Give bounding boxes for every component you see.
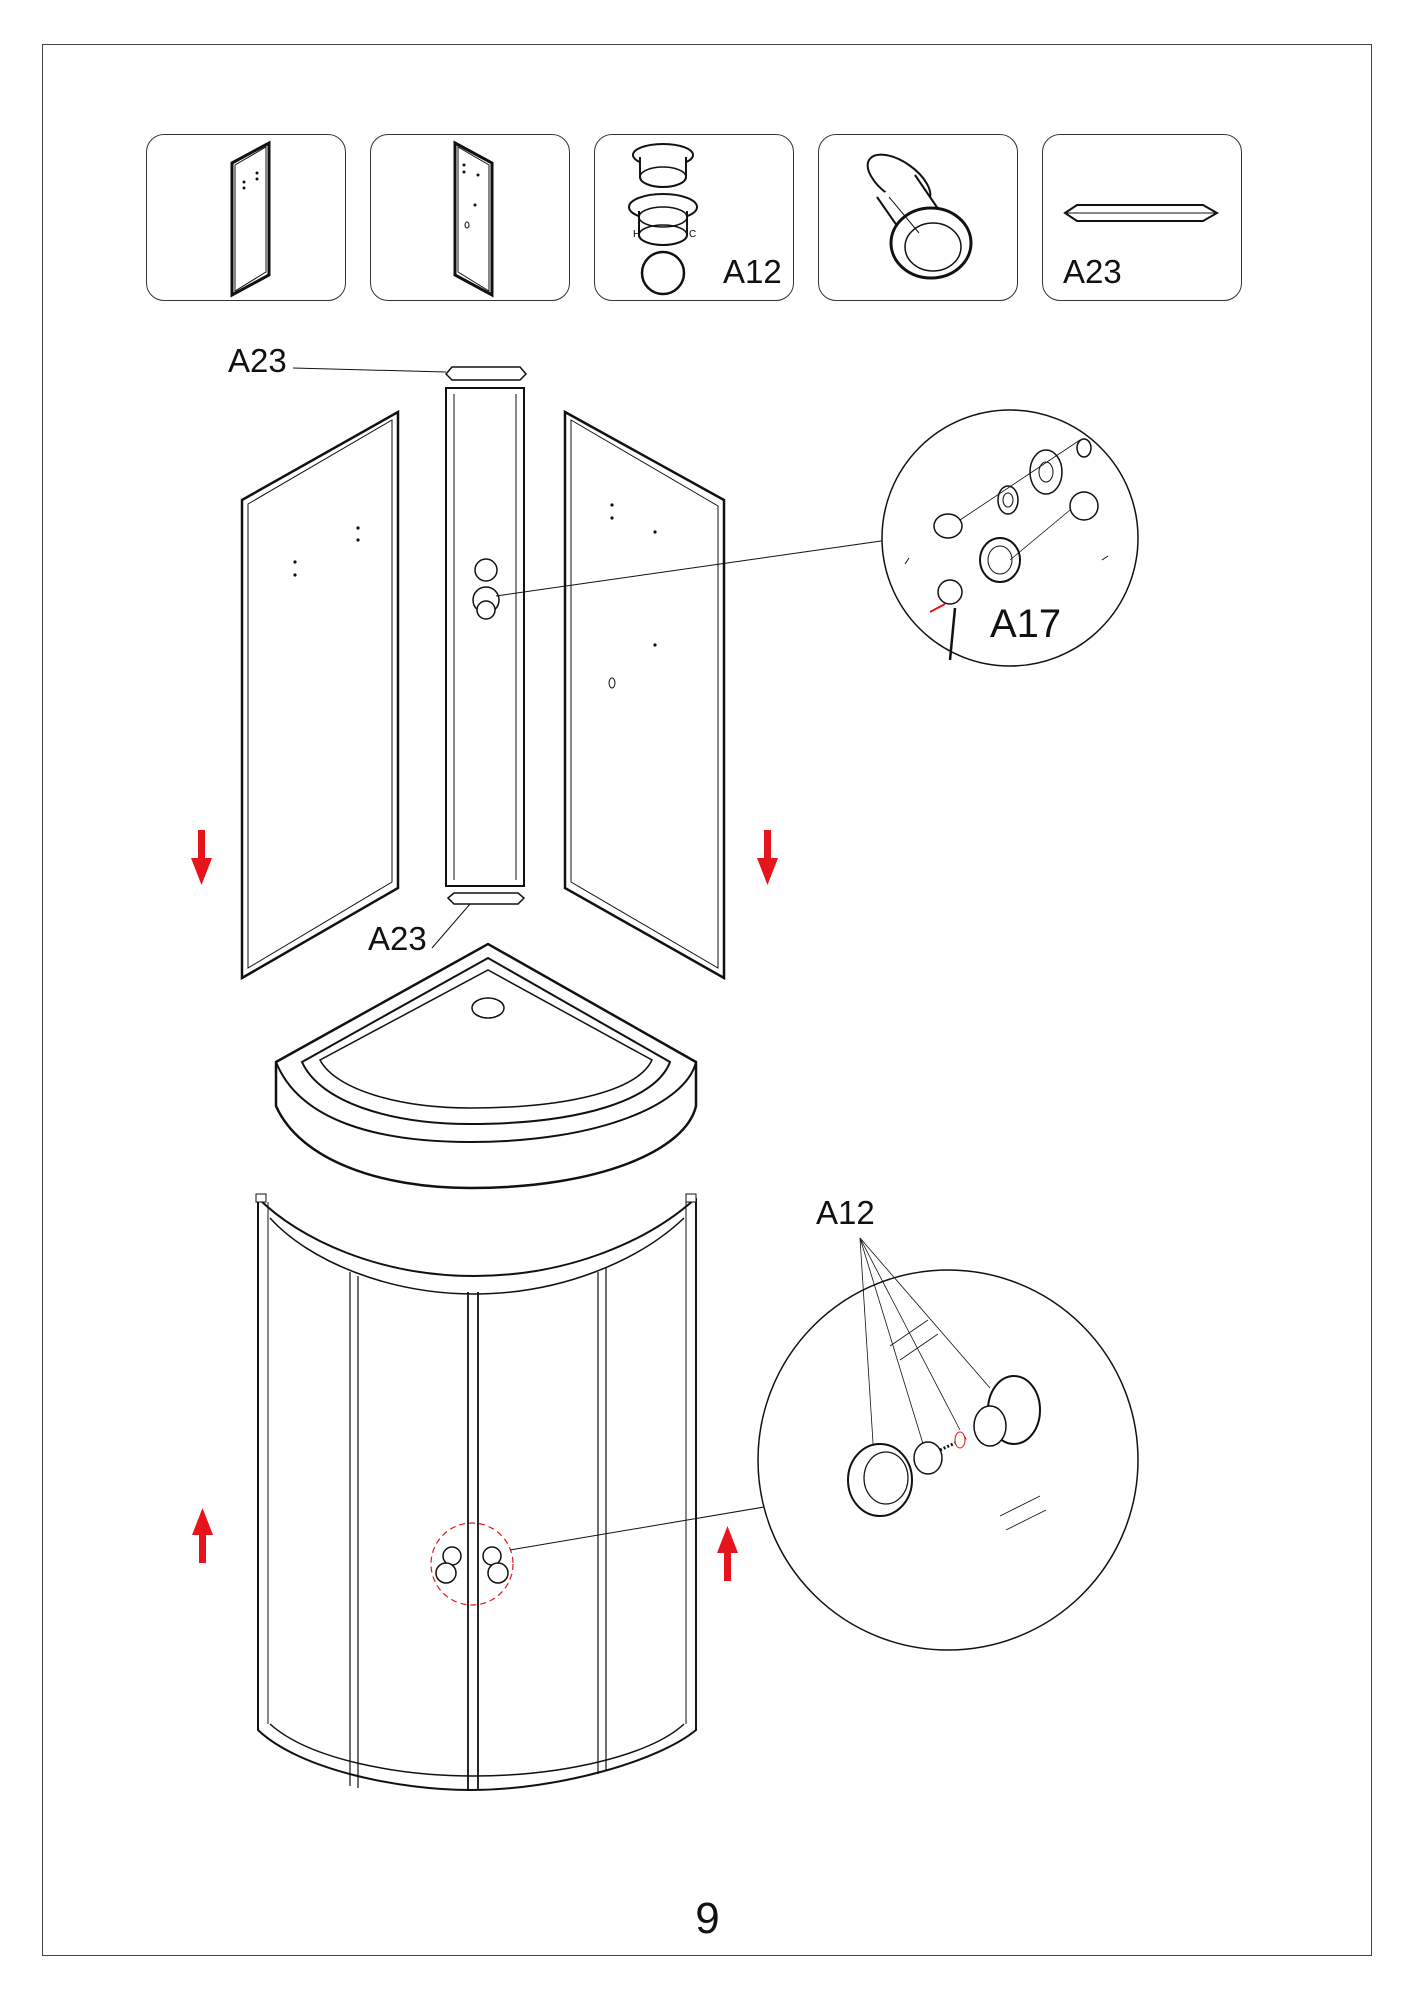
part-label-a12: A12: [723, 253, 782, 290]
door-knob-icon: [866, 153, 973, 280]
arrow-up-left: [192, 1508, 213, 1563]
arrow-down-left: [191, 830, 212, 885]
shower-tray: [274, 942, 698, 1190]
part-card-side-panel-left: [146, 134, 346, 301]
arrow-down-right: [757, 830, 778, 885]
part-card-a12: H C A12: [594, 134, 794, 301]
callout-label-knob: A12: [816, 1194, 875, 1231]
bottom-end-cap: [431, 892, 526, 949]
end-cap-icon: [1063, 204, 1220, 222]
page-border: [42, 44, 1372, 1956]
part-card-a23: A23: [1042, 134, 1242, 301]
right-side-panel: [563, 409, 726, 981]
arrow-up-right: [717, 1526, 738, 1581]
knob-detail-circle: [757, 1237, 1139, 1651]
svg-text:C: C: [689, 229, 696, 240]
callout-label-bottom-cap: A23: [368, 920, 427, 957]
top-end-cap: [292, 366, 528, 381]
center-column: [445, 387, 525, 887]
left-side-panel: [240, 409, 400, 981]
mixer-knob-icon: H C: [628, 143, 698, 296]
side-panel-icon: [453, 140, 494, 298]
part-label-a23: A23: [1063, 253, 1122, 290]
part-card-door-knob: [818, 134, 1018, 301]
part-card-side-panel-right: [370, 134, 570, 301]
svg-text:H: H: [633, 229, 640, 240]
callout-label-valve: A17: [990, 602, 1062, 646]
callout-label-top-cap: A23: [228, 342, 287, 379]
page-number: 9: [695, 1894, 720, 1943]
assembled-enclosure: [255, 1193, 697, 1792]
valve-detail-circle: [881, 409, 1139, 667]
side-panel-icon: [230, 140, 271, 298]
